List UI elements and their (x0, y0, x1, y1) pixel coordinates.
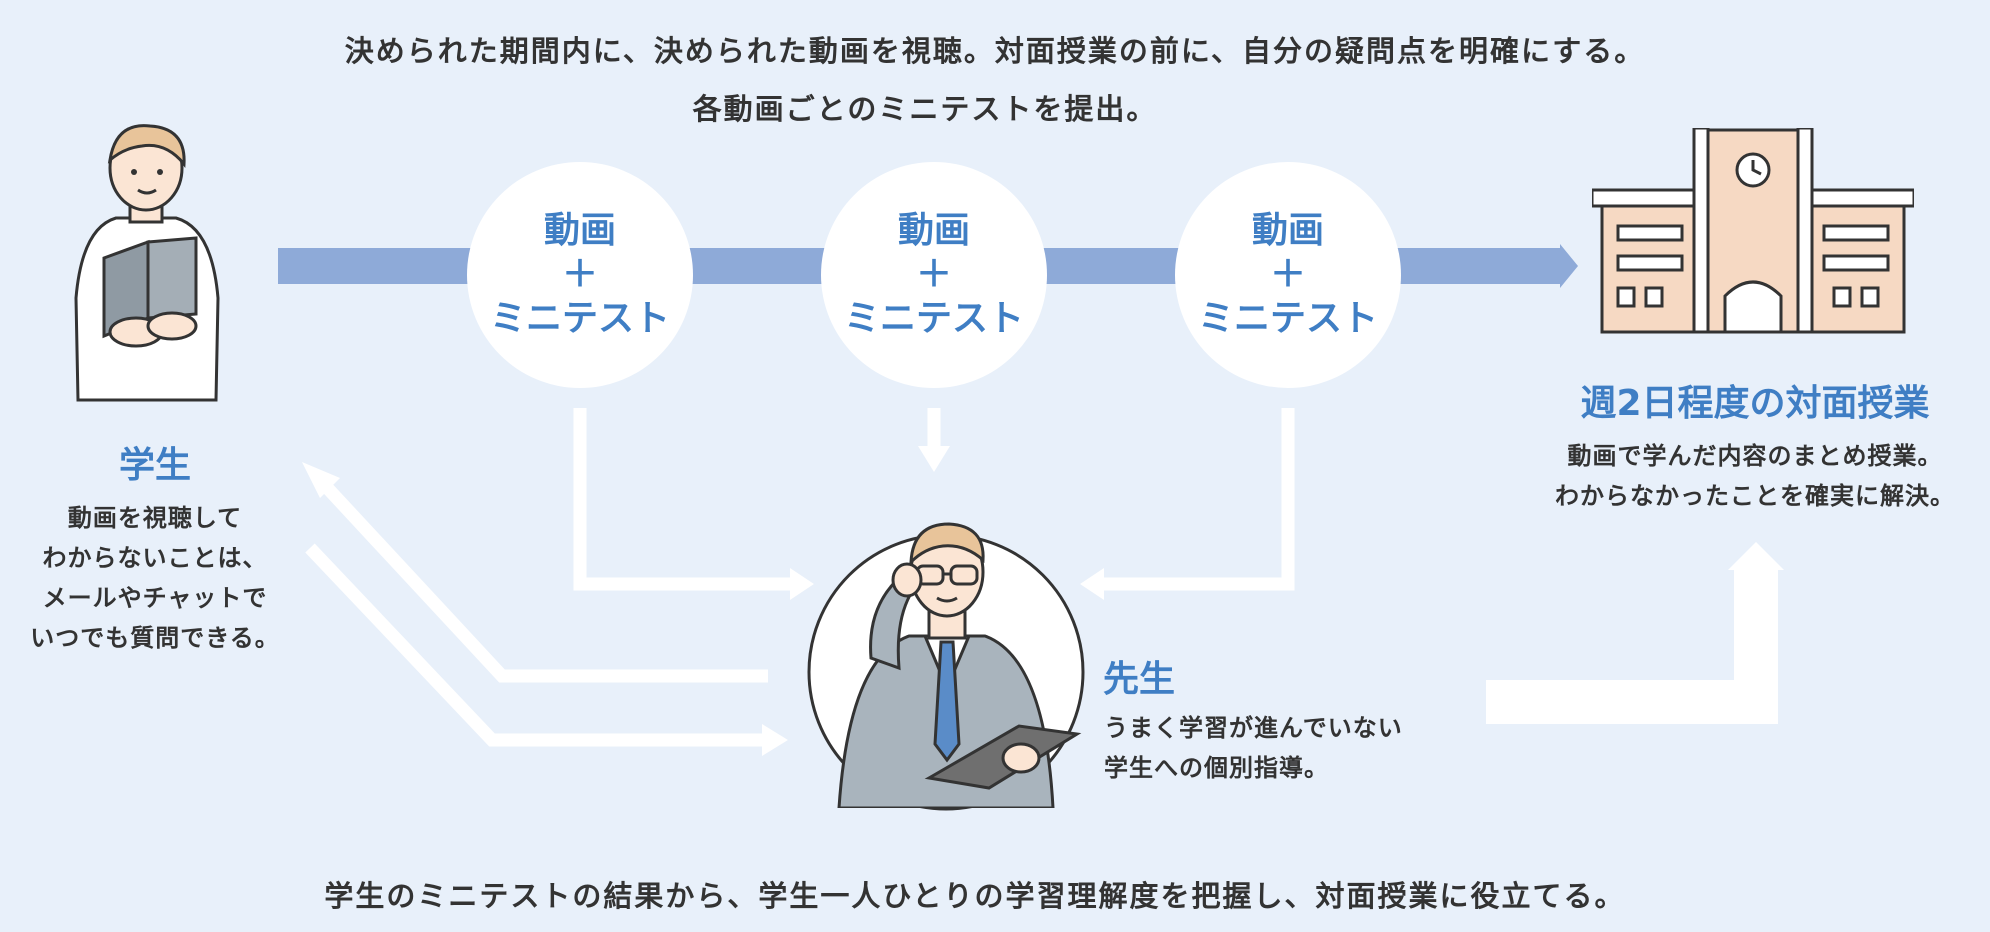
arrow-teacher-to-school-head (1728, 542, 1784, 570)
step-circle: 動画 ＋ ミニテスト (1175, 162, 1401, 388)
step-minitest-label: ミニテスト (489, 298, 670, 339)
arrow-teacher-to-student (315, 475, 768, 683)
student-desc-line: わからないことは、 (42, 544, 268, 572)
student-description: 動画を視聴して わからないことは、 メールやチャットで いつでも質問できる。 (0, 498, 310, 658)
teacher-desc-line: 学生への個別指導。 (1104, 754, 1329, 782)
step-video-label: 動画 (543, 210, 616, 251)
step-minitest-label: ミニテスト (843, 298, 1024, 339)
arrow-student-to-teacher-head (762, 724, 788, 756)
student-desc-line: メールやチャットで (42, 584, 268, 612)
arrow-student-to-teacher (305, 543, 764, 747)
teacher-title: 先生 (1103, 659, 1176, 700)
arrow-step3-head (1080, 568, 1104, 600)
school-building-illustration (1592, 128, 1914, 334)
teacher-desc-line: うまく学習が進んでいない (1104, 714, 1403, 742)
school-desc-line: わからなかったことを確実に解決。 (1555, 482, 1955, 510)
footer-summary: 学生のミニテストの結果から、学生一人ひとりの学習理解度を把握し、対面授業に役立て… (324, 879, 1626, 913)
step-plus-sign: ＋ (1269, 254, 1306, 295)
header-line-1: 決められた期間内に、決められた動画を視聴。対面授業の前に、自分の疑問点を明確にす… (344, 34, 1646, 68)
step-plus-sign: ＋ (561, 254, 598, 295)
step-circle: 動画 ＋ ミニテスト (467, 162, 693, 388)
teacher-description: うまく学習が進んでいない 学生への個別指導。 (1104, 708, 1464, 788)
step-video-label: 動画 (1251, 210, 1324, 251)
header-line-2: 各動画ごとのミニテストを提出。 (692, 92, 1158, 126)
student-desc-line: 動画を視聴して (67, 504, 243, 532)
arrow-teacher-to-student-head (302, 462, 340, 498)
step-plus-sign: ＋ (915, 254, 952, 295)
student-reading-illustration (74, 124, 220, 402)
step-circle: 動画 ＋ ミニテスト (821, 162, 1047, 388)
student-desc-line: いつでも質問できる。 (30, 624, 280, 652)
arrow-step1-to-teacher (573, 408, 790, 591)
teacher-illustration (837, 522, 1082, 808)
arrow-step2-head (918, 446, 950, 472)
timeline-arrowhead (1560, 244, 1578, 288)
arrow-teacher-to-school (1486, 570, 1778, 724)
school-description: 動画で学んだ内容のまとめ授業。 わからなかったことを確実に解決。 (1520, 436, 1990, 516)
school-desc-line: 動画で学んだ内容のまとめ授業。 (1567, 442, 1943, 470)
arrow-step3-to-teacher (1104, 408, 1295, 591)
arrow-step1-head (790, 568, 814, 600)
step-video-label: 動画 (897, 210, 970, 251)
step-minitest-label: ミニテスト (1197, 298, 1378, 339)
student-title: 学生 (118, 445, 191, 486)
school-title: 週2日程度の対面授業 (1580, 383, 1930, 424)
